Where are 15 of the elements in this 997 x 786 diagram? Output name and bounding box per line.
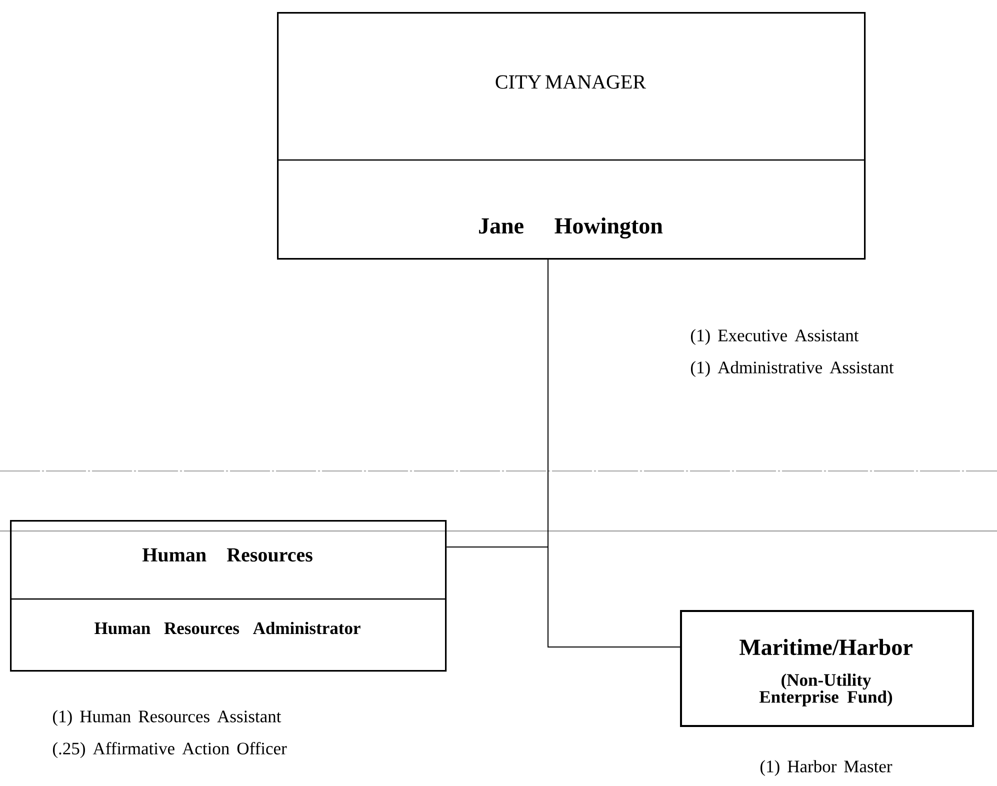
box-heading: Maritime/Harbor xyxy=(740,638,912,656)
staff-note: (1) Human Resources Assistant xyxy=(52,710,282,726)
box-subtitle: (Non-Utility Enterprise Fund) xyxy=(759,674,892,706)
box-subtitle: Jane Howington xyxy=(479,217,663,239)
staff-note: (.25) Affirmative Action Officer xyxy=(52,742,287,758)
box-heading: CITY MANAGER xyxy=(496,75,646,89)
box-heading: Human Resources xyxy=(142,548,312,562)
org-box xyxy=(680,610,974,727)
staff-note: (1) Administrative Assistant xyxy=(690,361,894,377)
connector-line xyxy=(548,259,680,648)
staff-note: (1) Executive Assistant xyxy=(690,329,859,345)
org-box xyxy=(277,12,866,260)
box-subtitle: Human Resources Administrator xyxy=(94,622,360,634)
staff-note: (1) Harbor Master xyxy=(760,760,892,776)
org-box xyxy=(10,520,447,672)
